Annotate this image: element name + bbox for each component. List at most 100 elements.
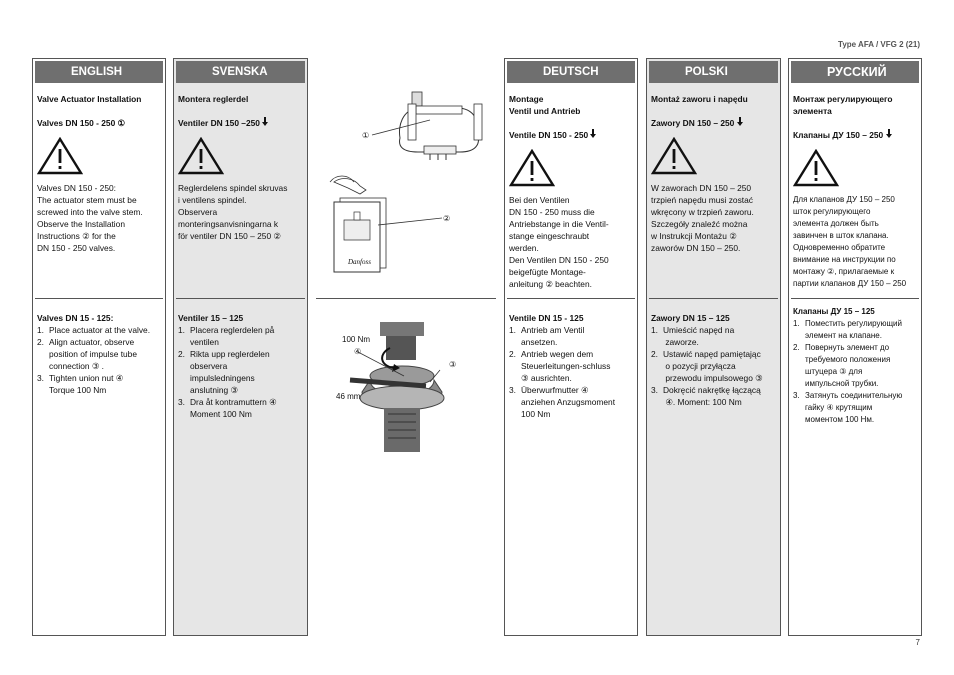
text-line: anziehen Anzugsmoment: [521, 397, 616, 407]
polski-heading: POLSKI: [649, 61, 778, 83]
page-number: 7: [915, 638, 920, 647]
callout-4: ④: [354, 347, 362, 356]
wrench-size-label: 46 mm: [336, 392, 361, 401]
text-line: monteringsanvisningarna k: [178, 219, 279, 229]
text-line: connection ③ .: [49, 361, 104, 371]
deutsch-section-dn15: Ventile DN 15 - 125 1. Antrieb am Ventil a…: [509, 312, 633, 420]
step-number: 2.: [793, 343, 800, 352]
text-line: Torque 100 Nm: [49, 385, 107, 395]
text-line: ③ ausrichten.: [521, 373, 572, 383]
valve-illustration: Danfoss: [329, 91, 483, 273]
russian-section-dn15: Клапаны ДУ 15 – 125 1.Поместить регулиру…: [793, 306, 917, 426]
deutsch-instructions: Bei den Ventilen DN 150 - 250 muss die A…: [509, 194, 633, 290]
list-item: 2.Ustawić napęd pamiętając o pozycji prz…: [651, 348, 776, 384]
text-line: i ventilens spindel.: [178, 195, 247, 205]
text-line: Szczegóły znaleźć można: [651, 219, 748, 229]
warning-icon: [792, 148, 840, 187]
svg-text:Danfoss: Danfoss: [347, 258, 371, 266]
text-line: Rikta upp reglerdelen: [190, 349, 270, 359]
text-line: impulsledningens: [190, 373, 255, 383]
list-item: 1.Umieścić napęd na zaworze.: [651, 324, 776, 348]
warning-icon: [36, 136, 84, 175]
section-divider: [507, 298, 635, 299]
text-line: screwed into the valve stem.: [37, 207, 143, 217]
text-line: элемента должен быть: [793, 219, 879, 228]
deutsch-section2-title: Ventile DN 15 - 125: [509, 313, 584, 323]
russian-section-title-b: элемента: [793, 106, 832, 116]
polski-steps: 1.Umieścić napęd na zaworze. 2.Ustawić n…: [651, 324, 776, 408]
text-line: Align actuator, observe: [49, 337, 135, 347]
english-instructions: Valves DN 150 - 250: The actuator stem m…: [37, 182, 161, 254]
text-line: Placera reglerdelen på: [190, 325, 275, 335]
text-line: ansetzen.: [521, 337, 558, 347]
step-number: 3.: [651, 385, 658, 395]
deutsch-section-title-a: Montage: [509, 94, 544, 104]
warning-icon: [508, 148, 556, 187]
text-line: гайку ④ крутящим: [805, 403, 873, 412]
deutsch-section-title-b: Ventil und Antrieb: [509, 106, 581, 116]
text-line: DN 150 - 250 valves.: [37, 243, 116, 253]
polski-section2-title: Zawory DN 15 – 125: [651, 313, 730, 323]
valve-marker-icon: [262, 117, 269, 126]
svenska-heading: SVENSKA: [176, 61, 305, 83]
russian-section2-title: Клапаны ДУ 15 – 125: [793, 307, 875, 316]
text-line: завинчен в шток клапана.: [793, 231, 889, 240]
warning-icon: [650, 136, 698, 175]
text-line: för ventiler DN 150 – 250 ②: [178, 231, 281, 241]
text-line: Observe the Installation: [37, 219, 125, 229]
english-section-dn150: Valve Actuator Installation Valves DN 15…: [36, 93, 161, 254]
text-line: Antrieb am Ventil: [521, 325, 585, 335]
russian-section-title-a: Монтаж регулирующего: [793, 94, 893, 104]
text-line: Überwurfmutter ④: [521, 385, 589, 395]
callout-2: ②: [443, 214, 451, 223]
text-line: Одновременно обратите: [793, 243, 886, 252]
deutsch-subtitle: Ventile DN 150 - 250: [509, 130, 591, 140]
text-line: Повернуть элемент до: [805, 343, 890, 352]
figure-divider: [316, 298, 496, 299]
step-number: 1.: [37, 325, 44, 335]
callout-1: ①: [362, 131, 370, 140]
step-number: 1.: [793, 319, 800, 328]
text-line: werden.: [509, 243, 539, 253]
step-number: 1.: [509, 325, 516, 335]
step-number: 1.: [178, 325, 185, 335]
text-line: The actuator stem must be: [37, 195, 137, 205]
polski-section-dn150: Montaż zaworu i napędu Zawory DN 150 – 2…: [650, 93, 776, 254]
text-line: W zaworach DN 150 – 250: [651, 183, 752, 193]
section-divider: [791, 298, 919, 299]
step-number: 3.: [509, 385, 516, 395]
text-line: beigefügte Montage-: [509, 267, 586, 277]
text-line: zaworze.: [663, 337, 699, 347]
polski-section-dn15: Zawory DN 15 – 125 1.Umieścić napęd na z…: [651, 312, 776, 408]
text-line: stange eingeschraubt: [509, 231, 590, 241]
document-type-label: Type AFA / VFG 2 (21): [838, 40, 920, 49]
english-steps: 1.Place actuator at the valve. 2.Align a…: [37, 324, 161, 396]
text-line: DN 150 - 250 muss die: [509, 207, 595, 217]
text-line: o pozycji przyłącza: [663, 361, 736, 371]
deutsch-heading: DEUTSCH: [507, 61, 635, 83]
text-line: Moment 100 Nm: [190, 409, 252, 419]
text-line: внимание на инструкции по: [793, 255, 896, 264]
text-line: Valves DN 150 - 250:: [37, 183, 116, 193]
text-line: Den Ventilen DN 150 - 250: [509, 255, 609, 265]
svenska-section2-title: Ventiler 15 – 125: [178, 313, 244, 323]
step-number: 1.: [651, 325, 658, 335]
text-line: zaworów DN 150 – 250.: [651, 243, 741, 253]
text-line: anslutning ③: [190, 385, 239, 395]
list-item: 1. Antrieb am Ventil ansetzen.: [509, 324, 633, 348]
english-heading: ENGLISH: [35, 61, 163, 83]
svenska-section-dn150: Montera reglerdel Ventiler DN 150 –250 R…: [177, 93, 303, 242]
svenska-section-dn15: Ventiler 15 – 125 1. Placera reglerdelen …: [178, 312, 303, 420]
step-number: 2.: [509, 349, 516, 359]
english-section2-title: Valves DN 15 - 125:: [37, 313, 114, 323]
text-line: Ustawić napęd pamiętając: [663, 349, 761, 359]
text-line: Bei den Ventilen: [509, 195, 570, 205]
text-line: Dokręcić nakrętkę łączącą: [663, 385, 761, 395]
step-number: 3.: [793, 391, 800, 400]
